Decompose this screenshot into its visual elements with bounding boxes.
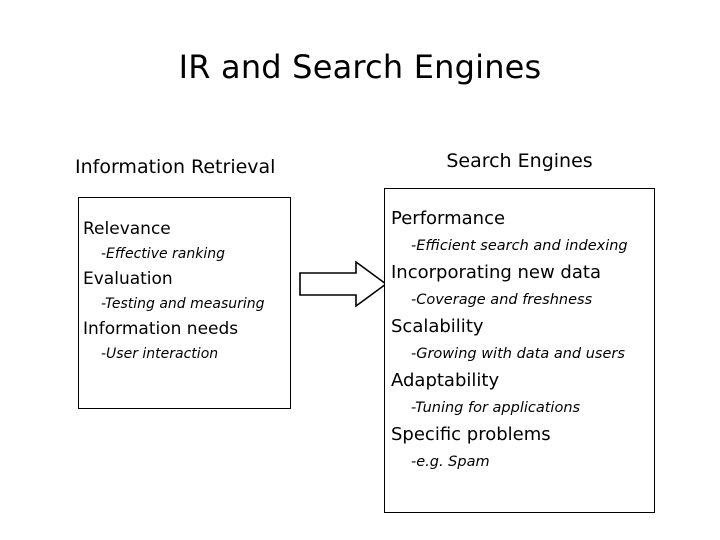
list-item-sub: -Growing with data and users [411,346,625,362]
list-item-sub: -Coverage and freshness [411,292,593,308]
information-retrieval-panel: Relevance -Effective ranking Evaluation … [78,197,291,409]
slide-title: IR and Search Engines [178,48,542,86]
information-retrieval-list: Relevance -Effective ranking Evaluation … [79,198,290,366]
search-engines-list: Performance -Efficient search and indexi… [385,189,654,475]
list-item-main: Evaluation [83,269,173,289]
right-column-heading: Search Engines [446,150,593,172]
search-engines-panel: Performance -Efficient search and indexi… [384,188,655,513]
list-item-main: Specific problems [391,424,551,445]
left-column-heading: Information Retrieval [75,156,276,178]
list-item-main: Incorporating new data [391,262,601,283]
list-item-main: Scalability [391,316,484,337]
list-item-main: Adaptability [391,370,500,391]
list-item-sub: -User interaction [101,346,219,362]
list-item-sub: -Tuning for applications [411,400,581,416]
list-item-sub: -Efficient search and indexing [411,238,628,254]
list-item-sub: -Testing and measuring [101,296,265,312]
right-block-arrow-icon [299,261,387,307]
list-item-main: Performance [391,208,506,229]
list-item-sub: -Effective ranking [101,246,226,262]
list-item-main: Relevance [83,219,171,239]
list-item-main: Information needs [83,319,239,339]
list-item-sub: -e.g. Spam [411,454,490,470]
